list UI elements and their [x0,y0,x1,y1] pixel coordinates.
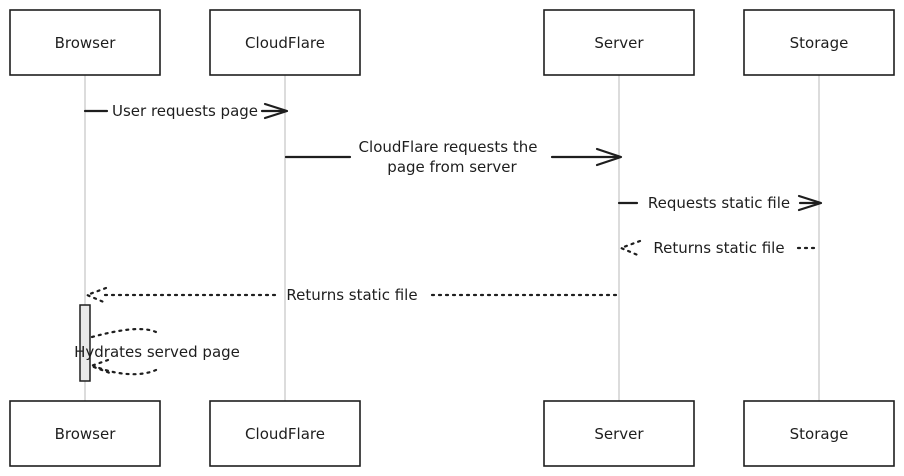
message-label: Returns static file [653,239,784,257]
arrowhead-icon [263,102,289,120]
message-label: Requests static file [648,194,790,212]
message-returns-static-file-to-server: Returns static file [618,239,821,258]
participant-label: Storage [790,34,849,52]
participant-label: Server [594,425,644,443]
participant-server-bottom: Server [543,400,695,467]
message-hydrates-served-page: Hydrates served page [74,327,240,376]
arrowhead-icon [595,147,623,167]
participant-label: Browser [55,34,117,52]
message-label: User requests page [112,102,258,120]
participant-server-top: Server [543,9,695,76]
participant-label: CloudFlare [245,34,325,52]
participant-label: Storage [790,425,849,443]
participant-storage-bottom: Storage [743,400,895,467]
activation-bar-browser [79,304,91,382]
participant-label: CloudFlare [245,425,325,443]
arrowhead-icon [797,194,823,212]
participant-cloudflare-bottom: CloudFlare [209,400,361,467]
message-label: Hydrates served page [74,343,240,361]
arrowhead-icon [87,358,112,375]
participant-browser-bottom: Browser [9,400,161,467]
arrowhead-icon [618,239,642,258]
message-cloudflare-requests-page: CloudFlare requests the page from server [284,138,623,176]
participant-browser-top: Browser [9,9,161,76]
message-user-requests-page: User requests page [83,102,289,120]
message-requests-static-file: Requests static file [617,194,823,212]
participant-storage-top: Storage [743,9,895,76]
message-label-line-2: page from server [387,158,517,176]
message-returns-static-file-to-browser: Returns static file [84,286,621,305]
message-label: Returns static file [286,286,417,304]
participant-cloudflare-top: CloudFlare [209,9,361,76]
message-label-line-1: CloudFlare requests the [359,138,538,156]
participant-label: Browser [55,425,117,443]
arrowhead-icon [84,286,108,305]
participant-label: Server [594,34,644,52]
